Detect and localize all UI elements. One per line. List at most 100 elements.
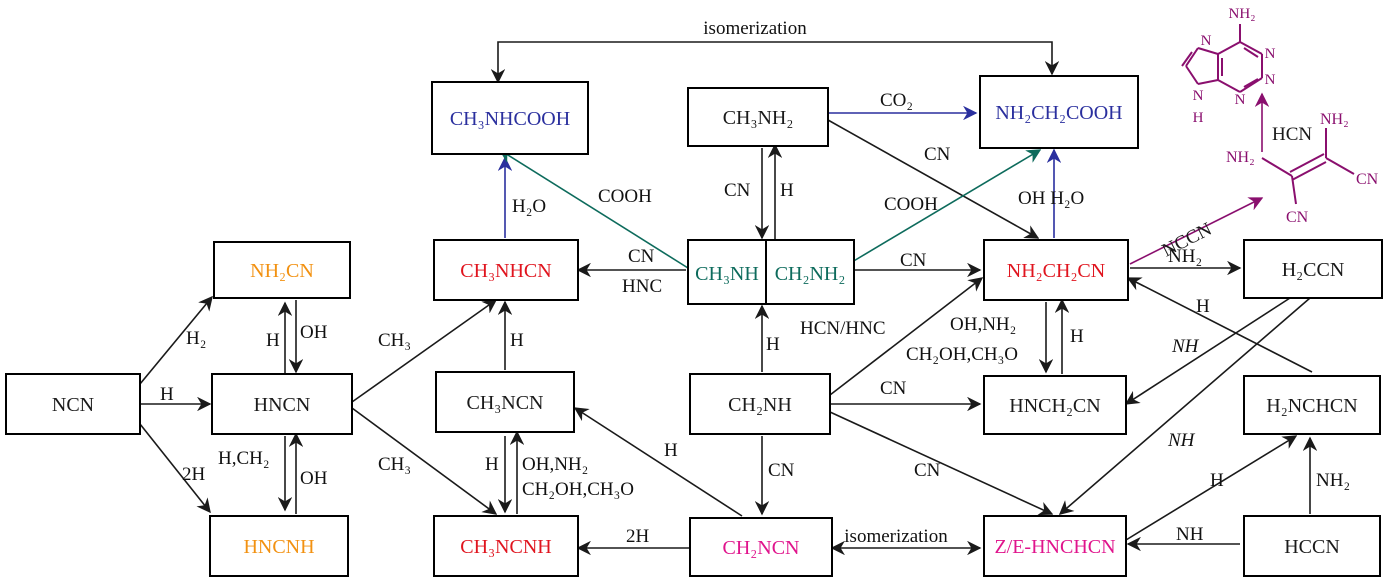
node-ch3nhcn: CH₃NHCN <box>460 260 551 282</box>
adenine-bond <box>1217 41 1241 55</box>
node-box-ch3nh2 <box>687 87 829 147</box>
node-box-ch3nh-ch2nh2 <box>687 239 855 305</box>
dmn-nh2-top: NH₂ <box>1320 111 1349 128</box>
label-h-up: H <box>266 330 280 351</box>
label-h-ch3ncn: H <box>510 330 524 351</box>
label-isomerization-bottom: isomerization <box>844 526 948 547</box>
label-hcn-hnc: HCN/HNC <box>800 318 886 339</box>
label-cn-hnc-cn: CN <box>628 246 655 267</box>
edge-ncn-hncnh <box>139 423 211 514</box>
node-ch2nh: CH₂NH <box>728 394 792 416</box>
label-h2o-left: H₂O <box>512 196 546 217</box>
label-h-h2nchcn: H <box>1196 296 1210 317</box>
edge-nh2ch2cn-dmn <box>1129 197 1264 265</box>
node-hncn: HNCN <box>254 394 311 416</box>
label-h-diag: H <box>664 440 678 461</box>
dmn-bond <box>1261 157 1293 177</box>
label-h2: H₂ <box>186 328 206 349</box>
label-cn-hnc-hnc: HNC <box>622 276 662 297</box>
node-box-hccn <box>1243 515 1381 577</box>
node-box-nh2ch2cooh <box>979 75 1139 149</box>
node-box-hncn <box>211 373 353 435</box>
adenine-bond <box>1185 65 1199 85</box>
adenine-n: N <box>1235 92 1246 108</box>
label-cn-hnch2cn: CN <box>880 378 907 399</box>
dmn-bond <box>1291 175 1297 205</box>
dmn-cn-right: CN <box>1356 171 1379 188</box>
label-ch2oh-ch3o: CH₂OH,CH₃O <box>522 479 634 500</box>
edge-hncn-ch3nhcn <box>351 299 498 403</box>
edge-h2nchcn-nh2ch2cn <box>1126 277 1313 373</box>
node-ch3nh: CH₃NH <box>695 263 759 285</box>
node-zehnchcn: Z/E-HNCHCN <box>994 536 1115 558</box>
adenine-bond <box>1197 79 1219 85</box>
node-ch2nh2: CH₂NH₂ <box>775 263 846 285</box>
edge-ch3nh2-nh2ch2cn <box>827 119 1040 239</box>
node-ch3nh2: CH₃NH₂ <box>723 107 794 129</box>
label-ch3-up: CH₃ <box>378 330 411 351</box>
label-co2: CO₂ <box>880 90 913 111</box>
node-box-ncn <box>5 373 141 435</box>
label-h-ncn: H <box>160 384 174 405</box>
dmn-structure <box>1261 128 1355 205</box>
adenine-h: H <box>1193 110 1204 126</box>
node-box-nh2cn <box>213 241 351 299</box>
adenine-bond <box>1243 47 1259 58</box>
label-ch2oh-ch3o-right: CH₂OH,CH₃O <box>906 344 1018 365</box>
adenine-bond <box>1217 79 1241 93</box>
dmn-cn-bottom: CN <box>1286 209 1309 226</box>
label-h-up-ch3nh2: H <box>780 180 794 201</box>
node-h2nchcn: H₂NCHCN <box>1266 395 1357 417</box>
edge-ncn-nh2cn <box>139 295 213 385</box>
adenine-bond <box>1243 78 1259 88</box>
node-box-zehnchcn <box>983 515 1127 577</box>
node-hnch2cn: HNCH₂CN <box>1009 395 1100 417</box>
label-nh-down: NH <box>1167 430 1196 451</box>
node-ncn: NCN <box>52 394 94 416</box>
node-box-hncnh <box>209 515 349 577</box>
label-oh-nh2-right: OH,NH₂ <box>950 314 1016 335</box>
adenine-n: N <box>1265 46 1276 62</box>
label-h-right: H <box>1070 326 1084 347</box>
label-oh-h2o: OH H₂O <box>1018 188 1084 209</box>
edge-h2ccn-zehnchcn <box>1058 297 1311 515</box>
dmn-atoms: NH₂ NH₂ CN CN <box>1226 111 1379 226</box>
node-box-ch3nhcooh <box>431 81 589 155</box>
label-oh-down: OH <box>300 322 328 343</box>
label-cn-down: CN <box>724 180 751 201</box>
adenine-n: N <box>1265 72 1276 88</box>
edge-zehnchcn-h2nchcn <box>1125 435 1298 541</box>
adenine-structure <box>1181 24 1263 93</box>
label-2h: 2H <box>182 464 206 485</box>
label-cooh-right: COOH <box>884 194 938 215</box>
node-box-h2ccn <box>1243 239 1383 299</box>
dmn-bond <box>1289 153 1325 173</box>
label-ch3-down: CH₃ <box>378 454 411 475</box>
node-nh2ch2cn: NH₂CH₂CN <box>1007 260 1105 282</box>
node-nh2cn: NH₂CN <box>250 260 314 282</box>
node-box-ch3ncn <box>435 371 575 433</box>
adenine-bond <box>1181 51 1193 67</box>
label-cn-right: CN <box>900 250 927 271</box>
label-h-ch3ncnh: H <box>485 454 499 475</box>
edge-h2ccn-hnch2cn <box>1124 297 1291 405</box>
dmn-bond <box>1291 161 1327 181</box>
adenine-nh2: NH₂ <box>1229 6 1256 22</box>
edge-ch2nh2-nh2ch2cooh <box>851 149 1042 263</box>
label-cn-ch2nh: CN <box>768 460 795 481</box>
dmn-bond <box>1325 157 1355 175</box>
node-labels: NCN NH₂CN HNCN HNCNH CH₃NHCOOH CH₃NHCN C… <box>52 102 1358 559</box>
adenine-n: N <box>1201 33 1212 49</box>
label-oh-nh2: OH,NH₂ <box>522 454 588 475</box>
adenine-atoms: NH₂ N N N N N H <box>1193 6 1276 126</box>
adenine-bond <box>1239 77 1263 93</box>
label-nh-bottom: NH <box>1176 524 1204 545</box>
node-ch2ncn: CH₂NCN <box>723 537 800 559</box>
edge-ch3nh-ch3nhcooh <box>498 149 689 269</box>
label-h-ch2nh: H <box>766 334 780 355</box>
label-2h-bottom: 2H <box>626 526 650 547</box>
node-box-h2nchcn <box>1243 375 1381 435</box>
edge-ch2nh-zehnchcn <box>829 411 1054 516</box>
